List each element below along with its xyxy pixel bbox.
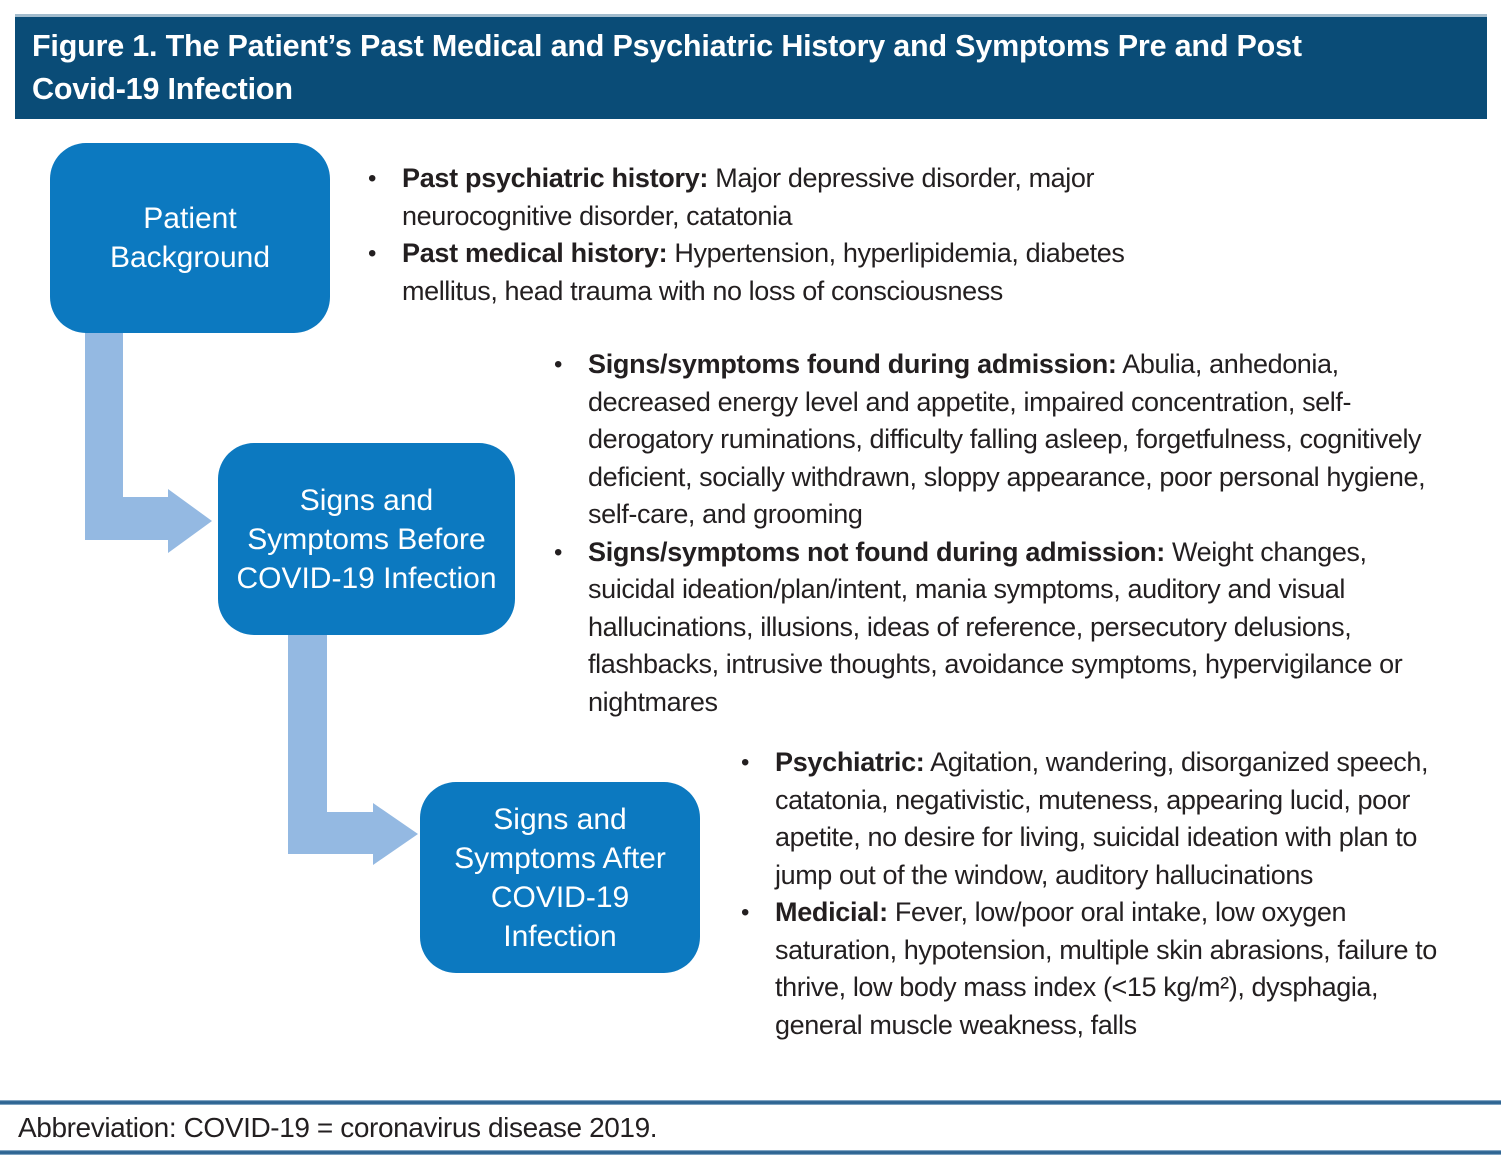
signs-after-covid-bullet-list: • Psychiatric: Agitation, wandering, dis… [740, 744, 1440, 1044]
bullet-icon: • [554, 538, 563, 566]
bullet-icon: • [554, 351, 563, 378]
node-signs-symptoms-before-covid: Signs and Symptoms Before COVID-19 Infec… [218, 443, 515, 635]
footer-divider-bottom [0, 1150, 1501, 1155]
bullet-text: Signs/symptoms not found during admissio… [588, 534, 1453, 722]
bullet-item: • Past psychiatric history: Major depres… [367, 160, 1179, 235]
bullet-icon: • [368, 240, 377, 267]
bullet-text: Medicial: Fever, low/poor oral intake, l… [775, 894, 1440, 1044]
bullet-lead: Medicial: [775, 897, 888, 927]
bullet-body: Weight changes, suicidal ideation/plan/i… [588, 536, 1403, 717]
node-patient-background: Patient Background [50, 143, 330, 333]
bullet-item: • Medicial: Fever, low/poor oral intake,… [740, 894, 1440, 1044]
bullet-text: Signs/symptoms found during admission: A… [588, 346, 1453, 534]
bullet-body: Major depressive disorder, major neuroco… [402, 163, 1095, 231]
patient-background-bullet-list: • Past psychiatric history: Major depres… [367, 160, 1179, 310]
bullet-item: • Signs/symptoms found during admission:… [553, 346, 1453, 534]
signs-before-covid-bullet-list: • Signs/symptoms found during admission:… [553, 346, 1453, 721]
bullet-lead: Signs/symptoms not found during admissio… [588, 536, 1165, 567]
bullet-body: Hypertension, hyperlipidemia, diabetes m… [402, 238, 1125, 306]
figure-title-line2: Covid-19 Infection [32, 72, 293, 106]
elbow-arrow-before-to-after-icon [288, 630, 418, 865]
bullet-text: Past psychiatric history: Major depressi… [402, 160, 1179, 235]
bullet-body: Agitation, wandering, disorganized speec… [775, 747, 1429, 890]
bullet-lead: Past psychiatric history: [402, 163, 709, 193]
bullet-text: Psychiatric: Agitation, wandering, disor… [775, 744, 1440, 894]
node-signs-symptoms-after-covid: Signs and Symptoms After COVID-19 Infect… [420, 782, 700, 973]
bullet-icon: • [368, 165, 377, 192]
bullet-icon: • [741, 899, 750, 926]
figure-title-line1: Figure 1. The Patient’s Past Medical and… [32, 29, 1302, 63]
bullet-icon: • [741, 749, 750, 776]
bullet-lead: Psychiatric: [775, 747, 925, 777]
figure-title: Figure 1. The Patient’s Past Medical and… [15, 17, 1487, 111]
abbreviation-note: Abbreviation: COVID-19 = coronavirus dis… [18, 1112, 658, 1143]
bullet-lead: Signs/symptoms found during admission: [588, 349, 1117, 379]
bullet-item: • Psychiatric: Agitation, wandering, dis… [740, 744, 1440, 894]
bullet-body: Abulia, anhedonia, decreased energy leve… [588, 349, 1426, 529]
bullet-body: Fever, low/poor oral intake, low oxygen … [775, 897, 1437, 1040]
figure-title-bar: Figure 1. The Patient’s Past Medical and… [15, 14, 1487, 119]
bullet-text: Past medical history: Hypertension, hype… [402, 235, 1179, 310]
elbow-arrow-patient-to-before-icon [85, 330, 212, 553]
footer-divider-top [0, 1100, 1501, 1105]
bullet-lead: Past medical history: [402, 238, 668, 268]
bullet-item: • Signs/symptoms not found during admiss… [553, 534, 1453, 722]
bullet-item: • Past medical history: Hypertension, hy… [367, 235, 1179, 310]
